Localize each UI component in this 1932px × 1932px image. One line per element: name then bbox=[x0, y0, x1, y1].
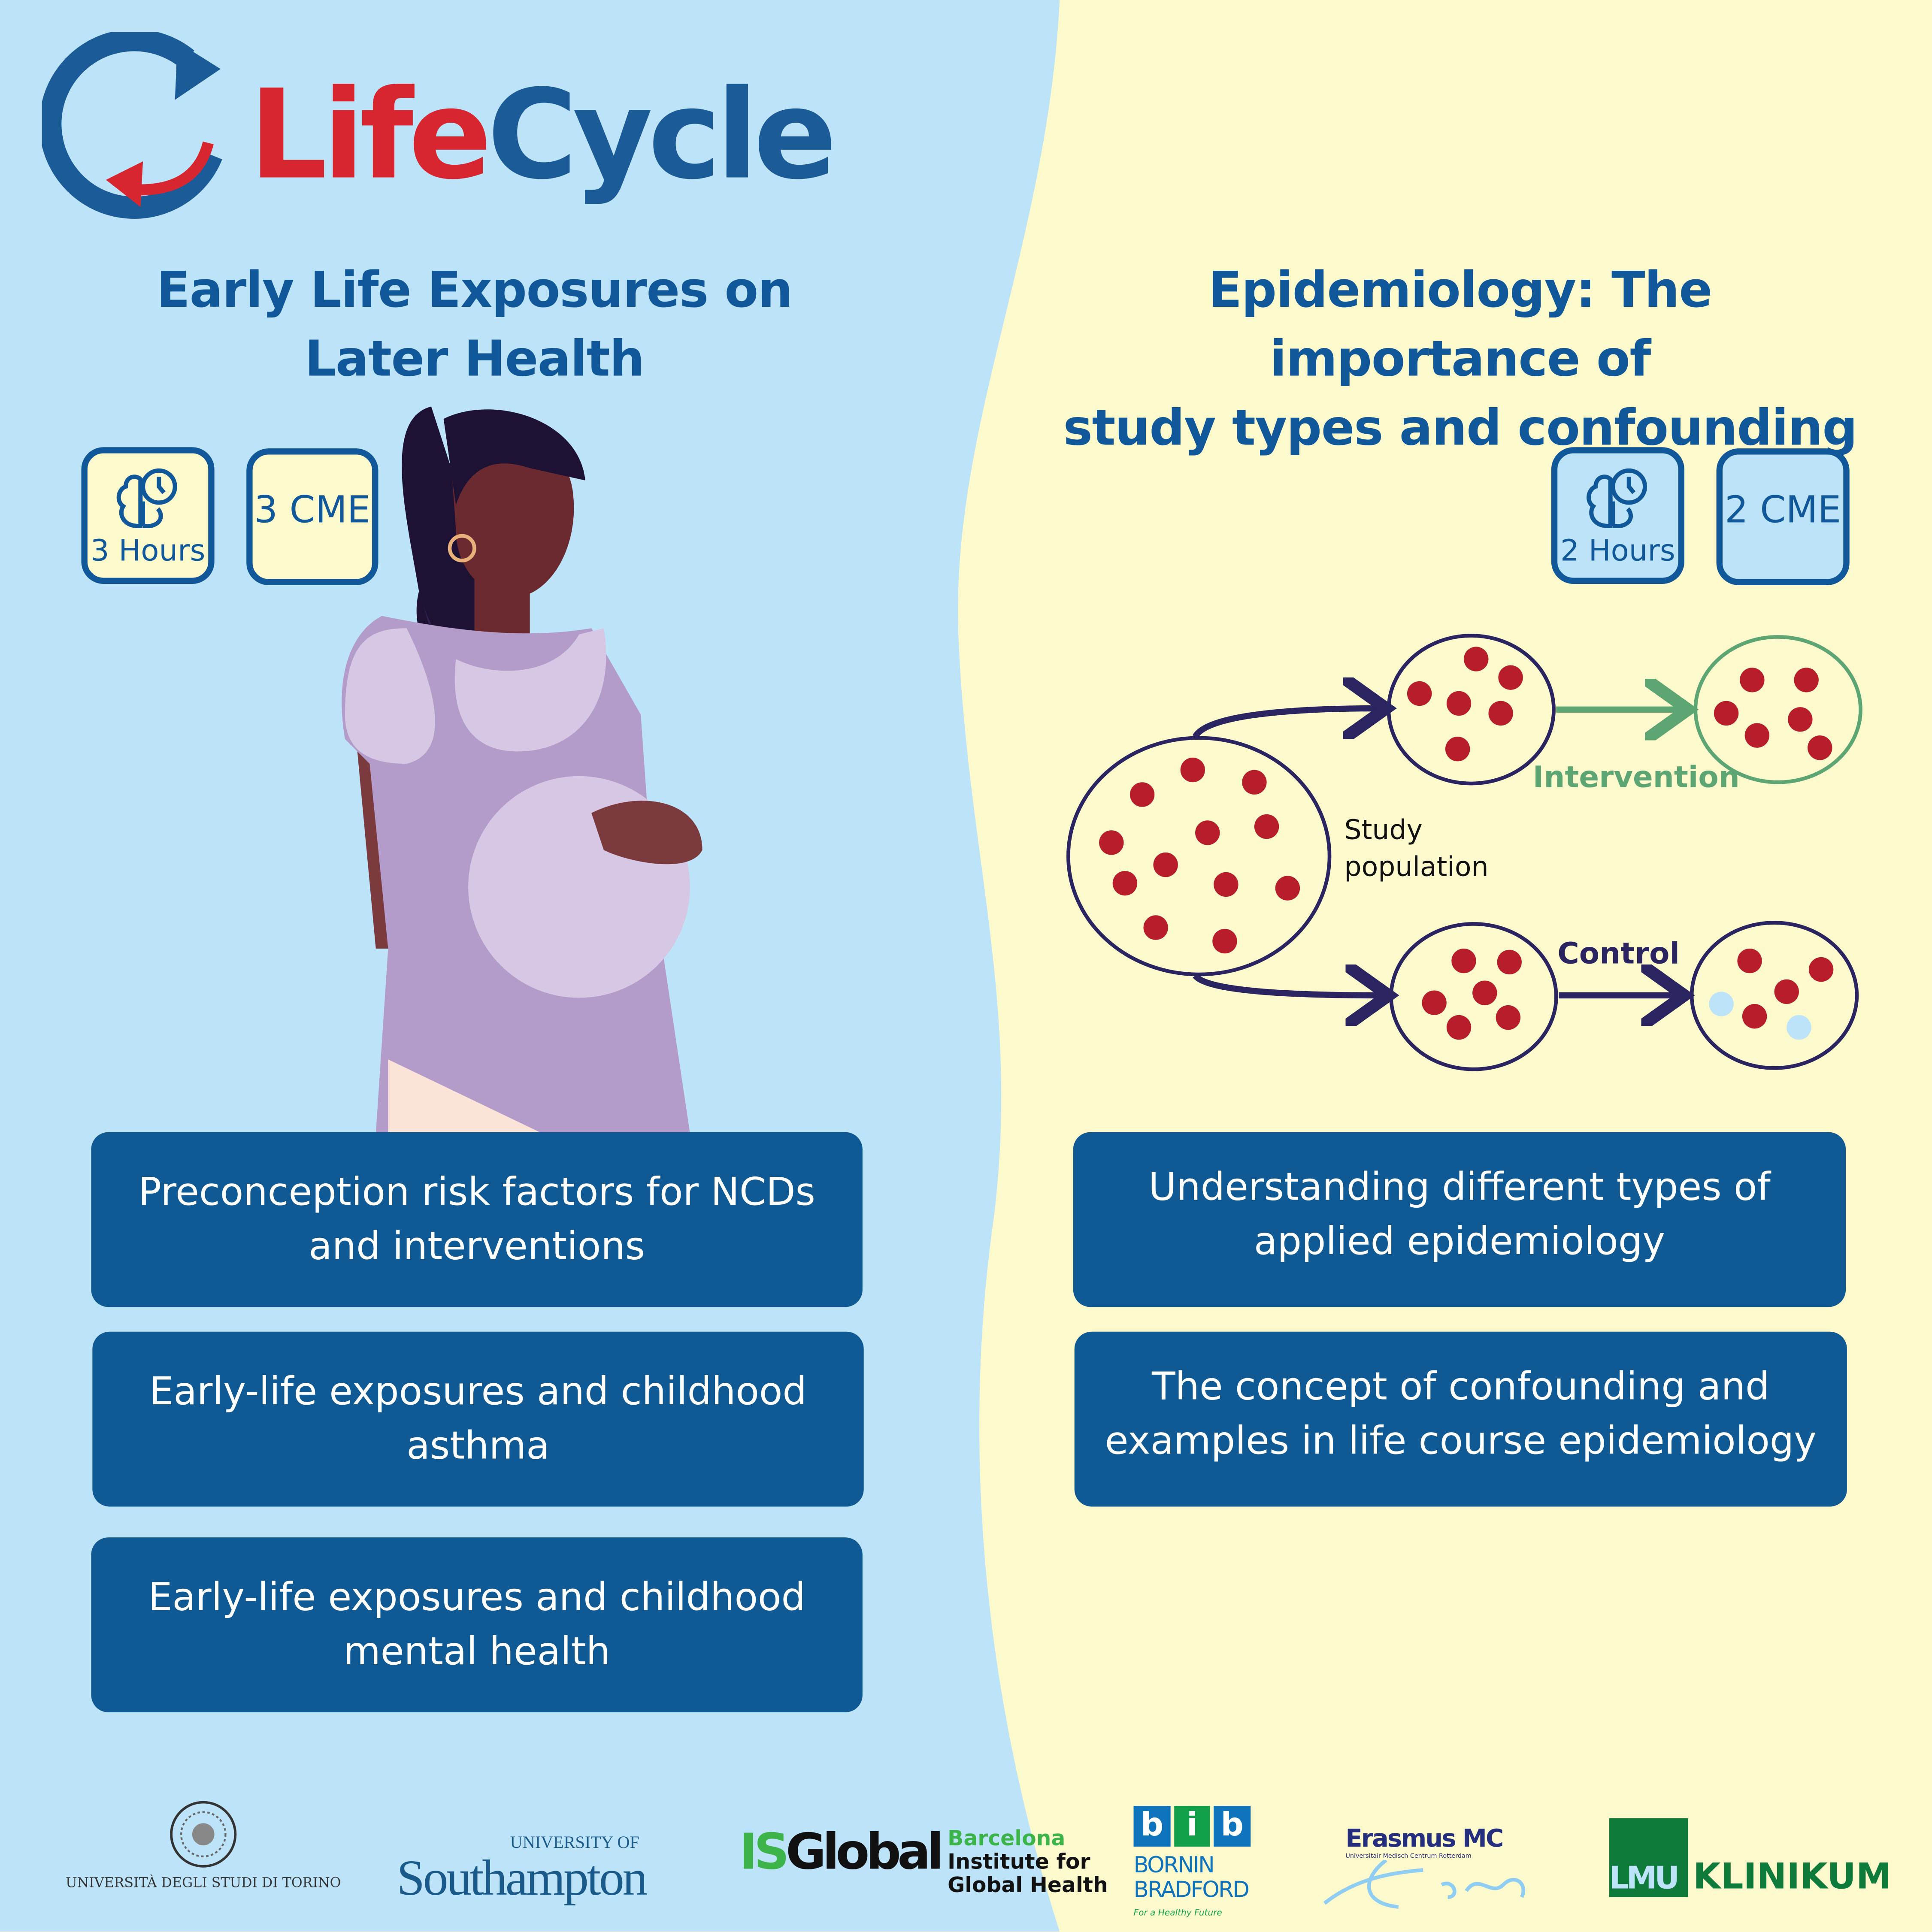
isglobal-global: Global bbox=[785, 1824, 944, 1881]
hours-badge-right: 2 Hours bbox=[1551, 447, 1684, 584]
hours-label: 2 Hours bbox=[1560, 532, 1675, 568]
cme-label: 3 CME bbox=[254, 489, 371, 532]
topic-card[interactable]: Early-life exposures and childhood mental… bbox=[91, 1537, 863, 1712]
erasmus-signature-icon bbox=[1323, 1859, 1526, 1909]
born-in-bradford-logo: b i b BORNIN BRADFORD For a Healthy Futu… bbox=[1133, 1806, 1251, 1918]
cme-badge-right: 2 CME bbox=[1716, 448, 1850, 585]
lmu-box: LMU bbox=[1609, 1818, 1688, 1897]
seal-icon bbox=[170, 1801, 237, 1868]
arrow-icon bbox=[1193, 976, 1382, 995]
topic-line: Preconception risk factors for NCDs bbox=[138, 1170, 815, 1215]
cme-badge-left: 3 CME bbox=[246, 448, 379, 585]
right-title-line2: study types and confounding bbox=[1063, 400, 1858, 457]
study-population-circle bbox=[1066, 736, 1332, 977]
topic-card[interactable]: Understanding different types of applied … bbox=[1073, 1132, 1846, 1307]
southampton-logo: UNIVERSITY OF Southampton bbox=[397, 1834, 648, 1906]
topic-line: Understanding different types of bbox=[1148, 1165, 1771, 1210]
torino-logo: UNIVERSITÀ DEGLI STUDI DI TORINO bbox=[49, 1799, 357, 1891]
topic-line: The concept of confounding and bbox=[1152, 1365, 1770, 1409]
topic-line: mental health bbox=[343, 1630, 611, 1674]
study-line2: population bbox=[1344, 852, 1489, 883]
bib-tag: For a Healthy Future bbox=[1133, 1908, 1222, 1918]
study-population-label: Study population bbox=[1344, 813, 1488, 887]
intervention-label: Intervention bbox=[1532, 760, 1740, 795]
right-title: Epidemiology: The importance of study ty… bbox=[1048, 256, 1873, 463]
southampton-big: Southampton bbox=[397, 1849, 648, 1906]
intervention-circle bbox=[1693, 635, 1862, 784]
arrow-icon bbox=[1192, 708, 1380, 737]
isglobal-l3: Global Health bbox=[948, 1874, 1108, 1899]
topic-line: and interventions bbox=[309, 1224, 645, 1269]
topic-line: applied epidemiology bbox=[1254, 1219, 1665, 1264]
logo-life: Life bbox=[248, 63, 492, 207]
control-circle bbox=[1690, 921, 1859, 1070]
topic-card[interactable]: The concept of confounding and examples i… bbox=[1074, 1331, 1847, 1507]
study-line1: Study bbox=[1344, 815, 1423, 847]
group-circle bbox=[1389, 922, 1558, 1071]
hours-label: 3 Hours bbox=[90, 532, 206, 568]
topic-card[interactable]: Early-life exposures and childhood asthma bbox=[92, 1331, 864, 1507]
topic-line: examples in life course epidemiology bbox=[1105, 1419, 1817, 1463]
bib-l1: BORNIN bbox=[1133, 1853, 1215, 1879]
pregnant-woman-illustration bbox=[342, 406, 703, 1134]
topic-line: asthma bbox=[406, 1424, 550, 1469]
study-diagram bbox=[1066, 634, 1862, 1071]
group-circle bbox=[1387, 634, 1556, 786]
brain-clock-icon bbox=[116, 468, 177, 528]
isglobal-l1: Barcelona bbox=[948, 1826, 1066, 1852]
erasmus-sub: Universitair Medisch Centrum Rotterdam bbox=[1345, 1853, 1472, 1860]
torino-text: UNIVERSITÀ DEGLI STUDI DI TORINO bbox=[65, 1875, 341, 1891]
klinikum-text: KLINIKUM bbox=[1693, 1855, 1892, 1897]
cme-label: 2 CME bbox=[1725, 489, 1841, 532]
southampton-small: UNIVERSITY OF bbox=[510, 1834, 639, 1853]
bib-letter: i bbox=[1174, 1806, 1210, 1847]
left-title-line1: Early Life Exposures on bbox=[156, 262, 793, 319]
lmu-klinikum-logo: LMU KLINIKUM bbox=[1609, 1818, 1892, 1897]
logo-wordmark: LifeCycle bbox=[248, 62, 837, 210]
isglobal-is: IS bbox=[739, 1824, 790, 1881]
hours-badge-left: 3 Hours bbox=[81, 447, 215, 584]
lifecycle-logo-icon bbox=[42, 32, 222, 219]
isglobal-logo: ISGlobal Barcelona Institute for Global … bbox=[739, 1826, 1108, 1899]
logo-cycle: Cycle bbox=[487, 63, 837, 207]
brain-clock-icon bbox=[1587, 468, 1647, 528]
population-dots bbox=[1099, 757, 1300, 954]
left-title-line2: Later Health bbox=[305, 331, 645, 388]
left-title: Early Life Exposures on Later Health bbox=[99, 256, 850, 394]
isglobal-l2: Institute for bbox=[948, 1850, 1090, 1875]
control-label: Control bbox=[1557, 936, 1680, 971]
topic-card[interactable]: Preconception risk factors for NCDs and i… bbox=[91, 1132, 863, 1307]
erasmus-text: Erasmus MC bbox=[1345, 1823, 1504, 1853]
erasmus-mc-logo: Erasmus MC Universitair Medisch Centrum … bbox=[1318, 1823, 1540, 1914]
bib-l2: BRADFORD bbox=[1133, 1877, 1250, 1904]
bib-letter: b bbox=[1214, 1806, 1251, 1847]
right-title-line1: Epidemiology: The importance of bbox=[1208, 262, 1712, 388]
bib-letter: b bbox=[1133, 1806, 1171, 1847]
topic-line: Early-life exposures and childhood bbox=[149, 1370, 807, 1415]
topic-line: Early-life exposures and childhood bbox=[148, 1575, 806, 1620]
